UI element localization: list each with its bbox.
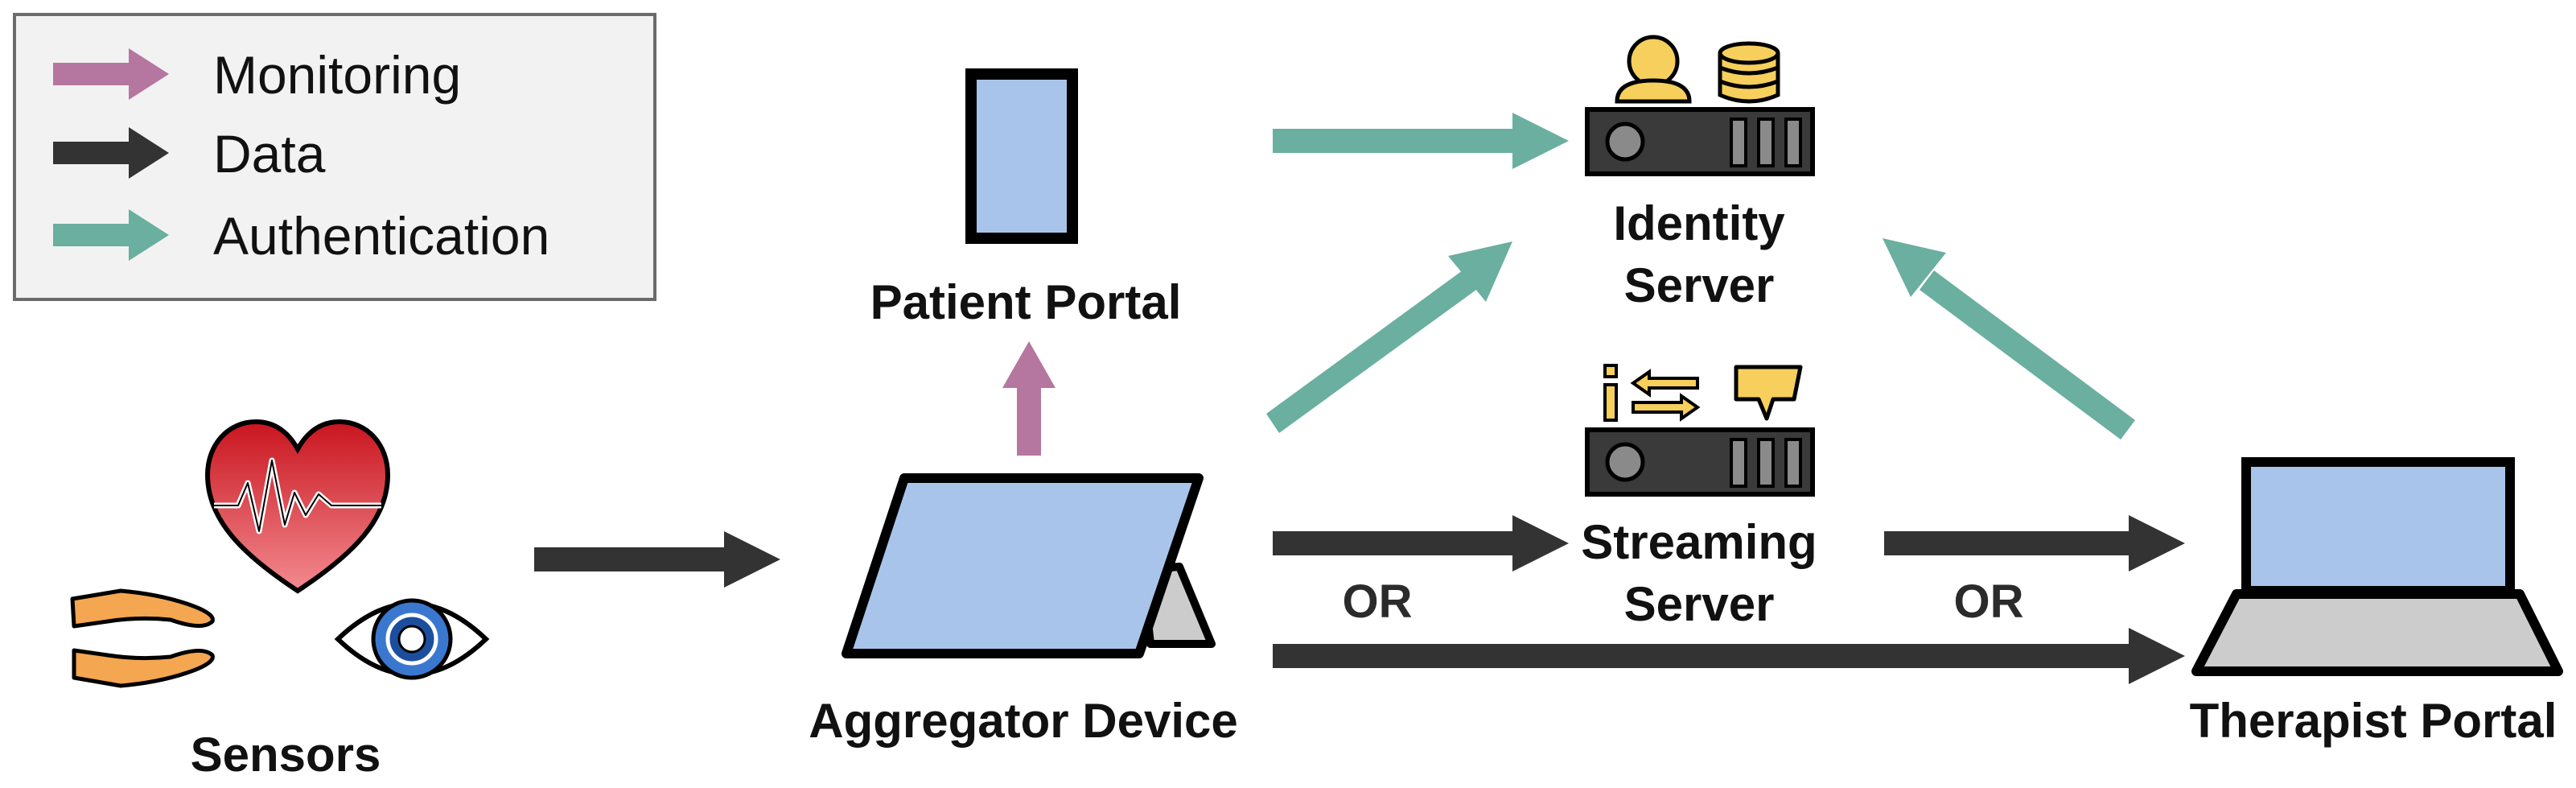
- streaming-server-label-line2: Server: [1623, 576, 1775, 631]
- legend-swatches: [53, 48, 169, 261]
- streaming-server-label-line1: Streaming: [1581, 515, 1817, 569]
- legend-arrow-monitoring: [53, 48, 169, 100]
- legend-arrow-authentication: [53, 209, 169, 261]
- or-label-right: OR: [1953, 576, 2024, 628]
- arrow-data-aggregator-to-therapist: [1273, 628, 2185, 684]
- legend-label-data: Data: [213, 124, 326, 184]
- legend-arrow-data: [53, 127, 169, 179]
- phone-icon: [965, 68, 1078, 244]
- aggregator-device-label: Aggregator Device: [809, 694, 1238, 748]
- arrow-data-streaming-server-to-therapist: [1884, 515, 2185, 571]
- info-icon: [1603, 364, 1618, 422]
- identity-server-label: Identity Server: [1613, 193, 1784, 317]
- or-label-left: OR: [1342, 576, 1413, 628]
- tablet-icon: [842, 473, 1216, 658]
- database-icon: [1718, 41, 1780, 104]
- arrow-monitoring-aggregator-to-patient-portal: [1002, 341, 1056, 456]
- user-icon: [1615, 35, 1692, 104]
- arrow-data-sensors-to-aggregator: [534, 531, 780, 588]
- identity-server-label-line2: Server: [1623, 258, 1775, 312]
- chat-bubble-icon: [1734, 365, 1803, 421]
- streaming-server-label: Streaming Server: [1581, 512, 1817, 636]
- arrow-auth-aggregator-to-identity-server: [1266, 241, 1512, 433]
- identity-server-label-line1: Identity: [1613, 196, 1785, 250]
- legend: Monitoring Data Authentication: [13, 13, 656, 301]
- legend-label-authentication: Authentication: [213, 206, 550, 266]
- exchange-arrows-icon: [1630, 369, 1701, 422]
- laptop-icon: [2191, 457, 2563, 676]
- heart-rate-icon: [204, 419, 391, 594]
- identity-server-rack-icon: [1585, 107, 1815, 176]
- therapist-portal-label: Therapist Portal: [2189, 694, 2557, 748]
- sensors-label: Sensors: [190, 728, 381, 782]
- eye-icon: [334, 598, 490, 680]
- arrow-auth-patient-portal-to-identity-server: [1273, 113, 1569, 169]
- arrow-auth-therapist-to-identity-server: [1883, 238, 2135, 439]
- streaming-server-rack-icon: [1585, 427, 1815, 497]
- arrow-data-aggregator-to-streaming-server: [1273, 515, 1569, 571]
- legend-label-monitoring: Monitoring: [213, 45, 462, 105]
- patient-portal-label: Patient Portal: [870, 275, 1182, 329]
- hands-icon: [70, 588, 215, 688]
